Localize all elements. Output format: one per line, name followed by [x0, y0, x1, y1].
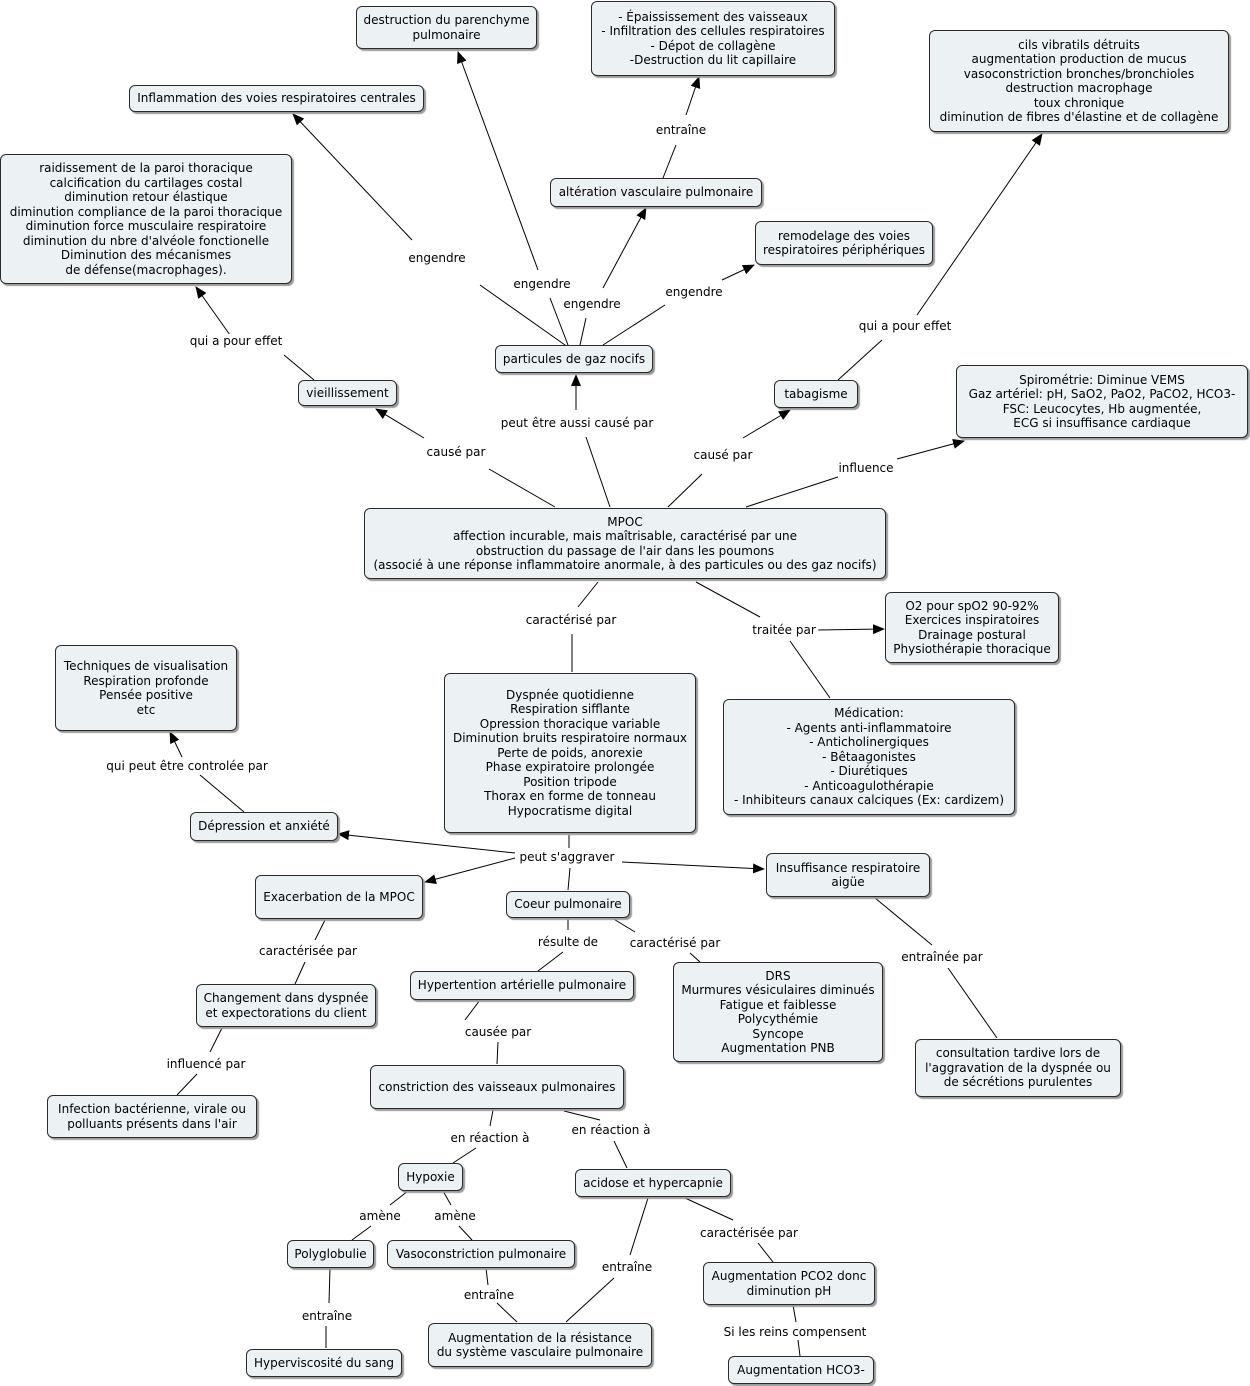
- hypoxie-node[interactable]: Hypoxie: [398, 1163, 463, 1191]
- exacerbation-node[interactable]: Exacerbation de la MPOC: [255, 875, 423, 919]
- infection-node[interactable]: Infection bactérienne, virale ou polluan…: [47, 1095, 257, 1138]
- mpoc-node[interactable]: MPOC affection incurable, mais maîtrisab…: [364, 508, 886, 579]
- tabagisme-node[interactable]: tabagisme: [774, 380, 858, 408]
- link-label-resulte-de: résulte de: [535, 935, 601, 949]
- acidose-node[interactable]: acidose et hypercapnie: [575, 1169, 731, 1197]
- hco3-node[interactable]: Augmentation HCO3-: [728, 1356, 874, 1384]
- constriction-node[interactable]: constriction des vaisseaux pulmonaires: [370, 1065, 624, 1109]
- raidissement-node[interactable]: raidissement de la paroi thoracique calc…: [0, 154, 292, 284]
- link-label-cause-par: causé par: [691, 448, 755, 462]
- link-label-caracterise-par: caractérisé par: [627, 936, 723, 950]
- link-label-cause-par: causé par: [424, 445, 488, 459]
- vieillissement-node[interactable]: vieillissement: [298, 380, 397, 406]
- link-label-en-reaction-a: en réaction à: [569, 1123, 653, 1137]
- link-label-entraine: entraîne: [461, 1288, 517, 1302]
- epaississement-node[interactable]: - Épaississement des vaisseaux - Infiltr…: [591, 1, 835, 76]
- o2-node[interactable]: O2 pour spO2 90-92% Exercices inspiratoi…: [885, 592, 1059, 663]
- link-label-qui-a-pour-effet: qui a pour effet: [187, 334, 285, 348]
- link-label-engendre: engendre: [663, 285, 725, 299]
- link-label-amene: amène: [432, 1209, 478, 1223]
- cils-node[interactable]: cils vibratils détruits augmentation pro…: [929, 30, 1229, 132]
- link-label-causee-par: causée par: [462, 1025, 534, 1039]
- link-label-entraine: entraîne: [599, 1260, 655, 1274]
- symptomes-node[interactable]: Dyspnée quotidienne Respiration sifflant…: [444, 673, 696, 833]
- coeur-node[interactable]: Coeur pulmonaire: [506, 891, 630, 918]
- link-label-si-les-reins-compensent: Si les reins compensent: [721, 1325, 869, 1339]
- link-label-entrainee-par: entraînée par: [899, 950, 985, 964]
- depression-node[interactable]: Dépression et anxiété: [190, 812, 338, 841]
- link-label-peut-s-aggraver: peut s'aggraver: [517, 850, 617, 864]
- medication-node[interactable]: Médication: - Agents anti-inflammatoire …: [723, 699, 1015, 815]
- link-label-influence: influence: [836, 461, 896, 475]
- link-label-qui-peut-etre-controlee-par: qui peut être controlée par: [104, 759, 270, 773]
- link-label-caracterisee-par: caractérisée par: [698, 1226, 800, 1240]
- link-label-entraine: entraîne: [653, 123, 709, 137]
- link-label-en-reaction-a: en réaction à: [448, 1131, 532, 1145]
- link-label-amene: amène: [357, 1209, 403, 1223]
- hyperviscosite-node[interactable]: Hyperviscosité du sang: [246, 1349, 402, 1377]
- hypertension-node[interactable]: Hypertention artérielle pulmonaire: [410, 971, 634, 1000]
- vasoconstriction-node[interactable]: Vasoconstriction pulmonaire: [387, 1240, 575, 1268]
- link-label-caracterise-par: caractérisé par: [523, 613, 619, 627]
- remodelage-node[interactable]: remodelage des voies respiratoires périp…: [755, 221, 933, 265]
- link-label-influence-par: influencé par: [164, 1057, 248, 1071]
- link-label-qui-a-pour-effet: qui a pour effet: [856, 319, 954, 333]
- insuffisance-node[interactable]: Insuffisance respiratoire aigüe: [766, 853, 930, 897]
- changement-node[interactable]: Changement dans dyspnée et expectoration…: [196, 984, 376, 1027]
- link-label-engendre: engendre: [561, 297, 623, 311]
- link-label-engendre: engendre: [511, 277, 573, 291]
- destruction-parenchyme-node[interactable]: destruction du parenchyme pulmonaire: [356, 6, 537, 49]
- resistance-node[interactable]: Augmentation de la résistance du système…: [428, 1323, 652, 1367]
- polyglobulie-node[interactable]: Polyglobulie: [287, 1240, 374, 1268]
- consultation-node[interactable]: consultation tardive lors de l'aggravati…: [915, 1039, 1121, 1097]
- spirometrie-node[interactable]: Spirométrie: Diminue VEMS Gaz artériel: …: [956, 365, 1248, 438]
- particules-node[interactable]: particules de gaz nocifs: [495, 345, 653, 373]
- drs-node[interactable]: DRS Murmures vésiculaires diminués Fatig…: [673, 962, 883, 1062]
- link-label-traitee-par: traitée par: [750, 623, 818, 637]
- link-label-caracterisee-par: caractérisée par: [257, 944, 359, 958]
- augmentation-pco2-node[interactable]: Augmentation PCO2 donc diminution pH: [703, 1262, 875, 1305]
- link-label-peut-etre-aussi-cause-par: peut être aussi causé par: [498, 416, 656, 430]
- link-label-entraine: entraîne: [299, 1309, 355, 1323]
- inflammation-node[interactable]: Inflammation des voies respiratoires cen…: [129, 85, 424, 112]
- alteration-node[interactable]: altération vasculaire pulmonaire: [550, 178, 762, 207]
- techniques-node[interactable]: Techniques de visualisation Respiration …: [55, 645, 237, 731]
- link-label-engendre: engendre: [406, 251, 468, 265]
